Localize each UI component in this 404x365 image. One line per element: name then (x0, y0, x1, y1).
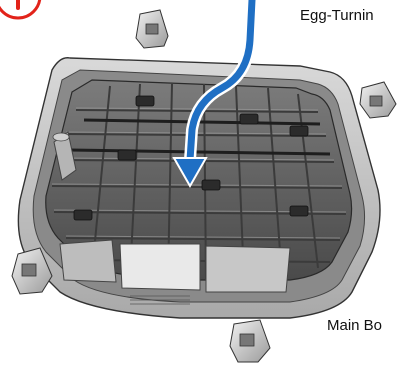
down-arrow-icon (172, 0, 258, 189)
egg-turning-tray-label: Egg-Turnin (300, 7, 374, 24)
corner-clip-top-left (135, 9, 169, 49)
corner-clip-bottom-right (229, 319, 271, 363)
warning-circle-icon (0, 0, 42, 20)
corner-clip-bottom-left (11, 247, 53, 295)
egg-turning-tray (45, 79, 353, 281)
corner-clip-top-right (359, 81, 397, 119)
tray-post (52, 131, 77, 181)
main-body-front (59, 239, 291, 305)
tray-slider-bars (69, 118, 331, 156)
main-body-label: Main Bo (327, 317, 383, 334)
